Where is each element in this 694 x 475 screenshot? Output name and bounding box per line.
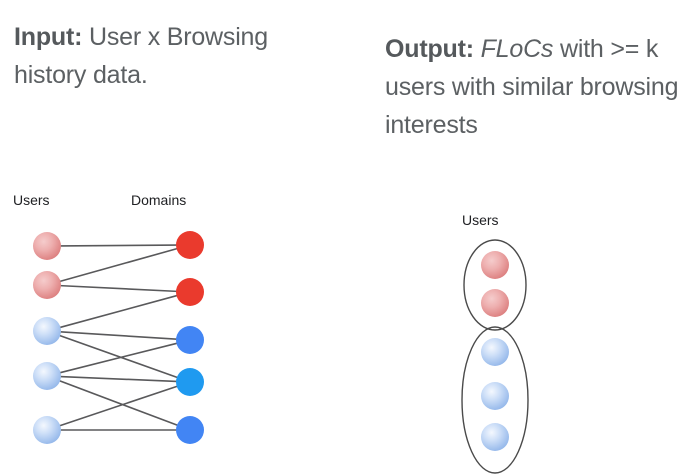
output-caption: Output: FLoCs with >= k users with simil… [385, 30, 685, 144]
domain-node [176, 416, 204, 444]
users-column-label-right: Users [462, 212, 499, 228]
cohort-user-node [481, 251, 509, 279]
cohort-ellipse [461, 326, 529, 474]
graph-edge [58, 379, 179, 427]
user-node [33, 232, 61, 260]
domain-node [176, 231, 204, 259]
edge-group [58, 244, 179, 431]
domain-node [176, 326, 204, 354]
user-node [33, 362, 61, 390]
graph-edge [59, 294, 178, 329]
output-caption-text: with >= k users with similar browsing in… [385, 35, 679, 139]
graph-edge [59, 342, 178, 374]
user-node [33, 271, 61, 299]
graph-edge [59, 331, 178, 340]
domain-node [176, 368, 204, 396]
domains-column-label: Domains [131, 192, 187, 208]
cohort-group [461, 239, 529, 474]
input-caption: Input: User x Browsing history data. [14, 18, 314, 94]
cohort-user-node [481, 382, 509, 410]
graph-edge [59, 247, 178, 283]
cohort-user-node [481, 423, 509, 451]
cohort-ellipse [463, 239, 527, 331]
cohort-user-node [481, 289, 509, 317]
graph-edge [59, 375, 178, 383]
user-node-group [33, 232, 61, 444]
user-node [33, 317, 61, 345]
graph-edge [59, 284, 178, 293]
users-column-label-left: Users [13, 192, 50, 208]
cohort-user-node [481, 338, 509, 366]
output-caption-term: FLoCs [473, 35, 554, 63]
domain-node-group [176, 231, 204, 444]
domain-node [176, 278, 204, 306]
graph-edge [59, 244, 178, 247]
input-caption-text: User x Browsing history data. [14, 23, 268, 89]
graph-edge [58, 334, 179, 379]
graph-edge [59, 385, 178, 427]
user-node [33, 416, 61, 444]
input-caption-lead: Input: [14, 23, 83, 51]
output-caption-lead: Output: [385, 35, 474, 63]
